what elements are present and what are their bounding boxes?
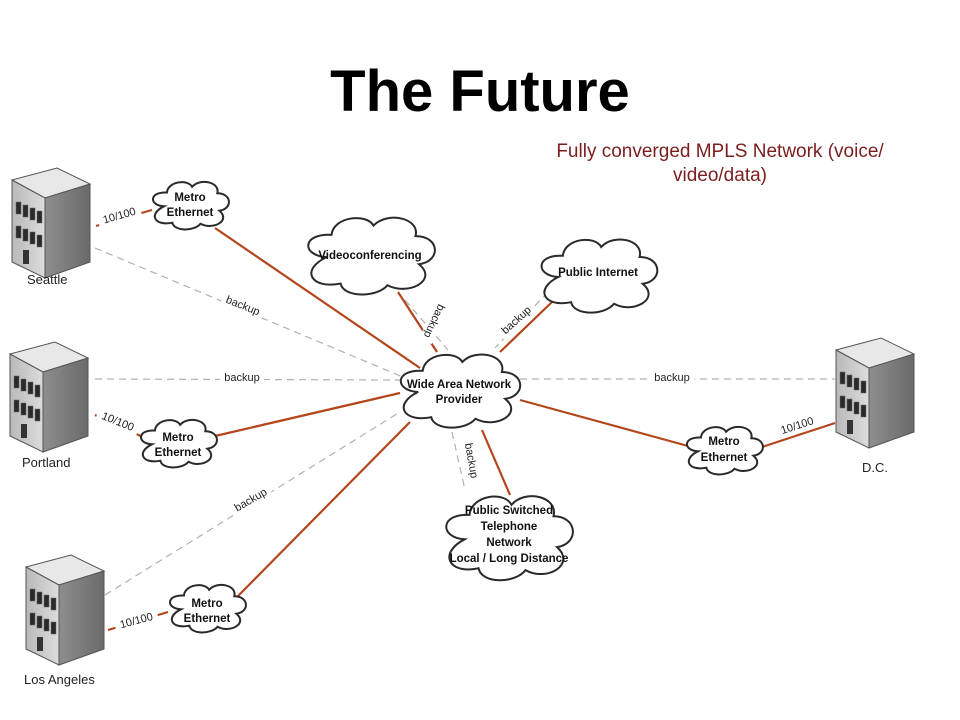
svg-text:10/100: 10/100 (119, 611, 155, 631)
link-internet-wan (499, 301, 553, 353)
backup-label-pstn: backup (461, 437, 483, 484)
svg-text:Network: Network (486, 537, 532, 549)
metro-ethernet-portland-cloud: Metro Ethernet (141, 420, 217, 468)
svg-text:backup: backup (421, 302, 447, 339)
portland-building-icon (9, 341, 89, 453)
link-pstn-wan (480, 429, 512, 496)
slide-title: The Future (330, 59, 630, 124)
speed-label-seattle: 10/100 (96, 202, 143, 228)
backup-label-internet: backup (494, 299, 538, 340)
backup-link-videoconf (404, 299, 449, 351)
svg-text:Telephone: Telephone (481, 521, 538, 533)
backup-label-la: backup (227, 482, 274, 517)
link-metro-dc-wan (519, 398, 689, 448)
svg-text:Metro: Metro (174, 192, 205, 204)
svg-text:Local / Long Distance: Local / Long Distance (450, 553, 569, 565)
backup-link-portland (94, 378, 401, 381)
seattle-building-icon (11, 167, 91, 279)
svg-text:Metro: Metro (708, 436, 739, 448)
svg-text:Videoconferencing: Videoconferencing (318, 250, 421, 262)
backup-link-pstn (451, 431, 466, 491)
metro-ethernet-seattle-cloud: Metro Ethernet (153, 182, 229, 230)
public-internet-cloud: Public Internet (542, 239, 658, 312)
metro-ethernet-la-cloud: Metro Ethernet (170, 585, 246, 633)
backup-label-portland: backup (220, 370, 264, 384)
svg-text:Ethernet: Ethernet (184, 613, 231, 625)
speed-label-portland: 10/100 (95, 406, 142, 436)
pstn-cloud: Public Switched Telephone Network Local … (446, 496, 573, 580)
svg-text:backup: backup (462, 442, 480, 479)
svg-text:Public Switched: Public Switched (465, 505, 553, 517)
site-label-portland: Portland (22, 455, 70, 470)
svg-text:Ethernet: Ethernet (701, 452, 748, 464)
link-metro-portland-wan (214, 391, 401, 438)
diagram-subtitle: Fully converged MPLS Network (voice/ vid… (556, 141, 884, 186)
link-dc-metro (761, 421, 836, 449)
wide-area-network-provider-cloud: Wide Area Network Provider (401, 354, 520, 427)
speed-label-la: 10/100 (113, 607, 160, 633)
site-label-seattle: Seattle (27, 272, 67, 287)
svg-text:Provider: Provider (436, 394, 483, 406)
backup-label-dc: backup (650, 370, 694, 384)
svg-text:backup: backup (233, 486, 270, 514)
svg-text:Ethernet: Ethernet (167, 207, 214, 219)
svg-text:Metro: Metro (162, 432, 193, 444)
link-metro-seattle-wan (214, 227, 421, 369)
dc-building-icon (835, 337, 915, 449)
svg-text:backup: backup (654, 372, 689, 384)
link-metro-la-wan (237, 421, 411, 597)
svg-text:backup: backup (224, 372, 259, 384)
svg-text:Public Internet: Public Internet (558, 267, 638, 279)
svg-text:Wide Area Network: Wide Area Network (407, 379, 512, 391)
svg-text:Metro: Metro (191, 598, 222, 610)
backup-label-seattle: backup (220, 290, 267, 320)
metro-ethernet-dc-cloud: Metro Ethernet (687, 427, 763, 475)
site-label-dc: D.C. (862, 460, 888, 475)
la-building-icon (25, 554, 105, 666)
videoconferencing-cloud: Videoconferencing (308, 218, 435, 295)
site-label-los-angeles: Los Angeles (24, 672, 95, 687)
svg-text:Ethernet: Ethernet (155, 447, 202, 459)
svg-text:backup: backup (499, 304, 533, 337)
